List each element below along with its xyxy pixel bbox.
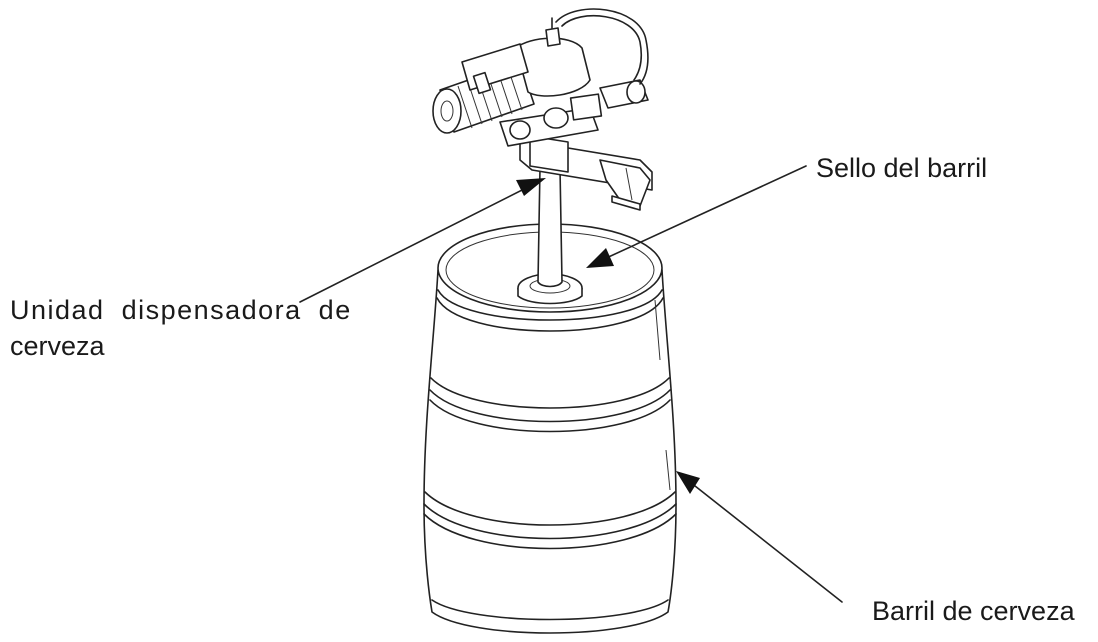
arrow-seal — [586, 165, 807, 268]
dispenser-tube — [537, 167, 563, 288]
label-dispensing-unit: Unidad dispensadora de cerveza — [10, 292, 352, 364]
label-dispensing-unit-line1: Unidad dispensadora de — [10, 295, 352, 325]
label-dispensing-unit-line2: cerveza — [10, 331, 105, 361]
label-keg-seal: Sello del barril — [816, 153, 988, 183]
dispensing-unit — [432, 8, 653, 211]
label-beer-keg: Barril de cerveza — [872, 596, 1075, 626]
arrow-keg — [676, 471, 843, 603]
arrow-dispensing-unit — [299, 178, 546, 303]
